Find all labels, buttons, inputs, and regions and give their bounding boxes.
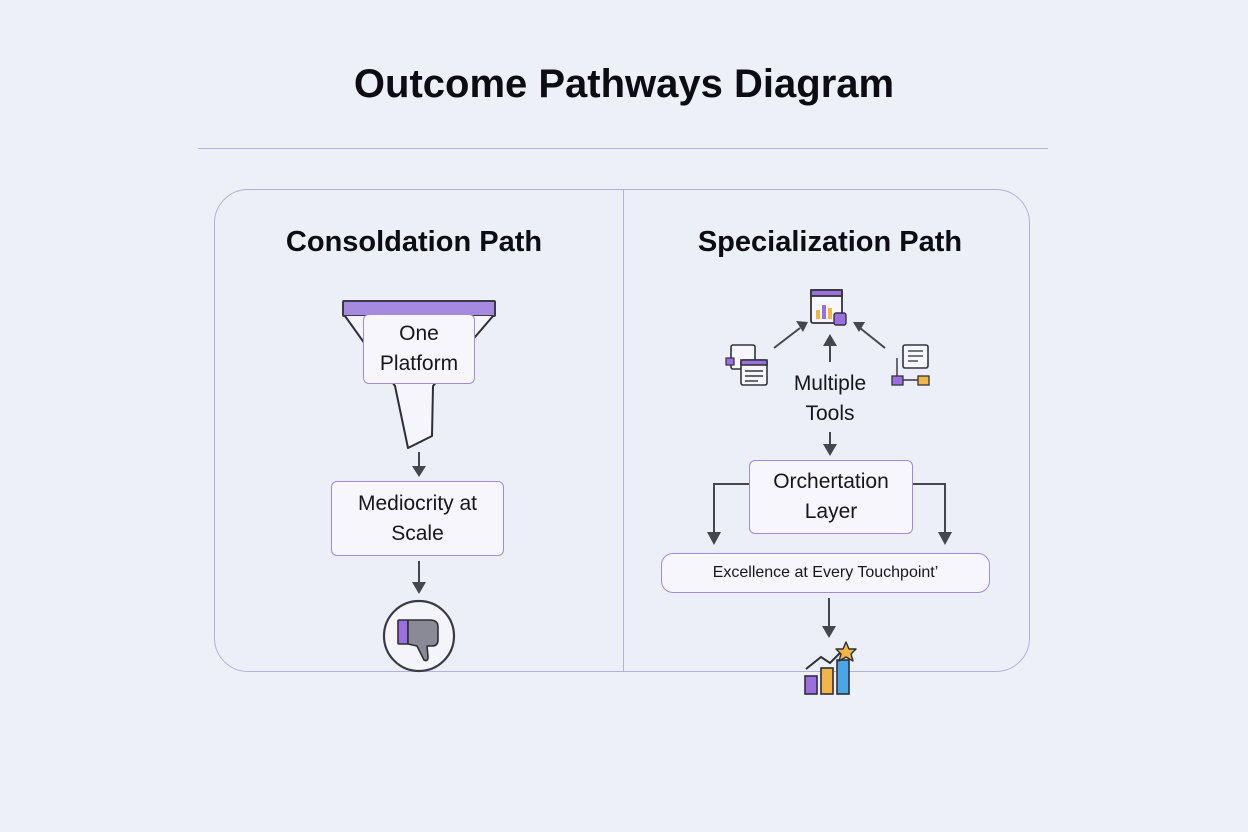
mediocrity-label: Mediocrity at Scale xyxy=(357,491,478,545)
one-platform-label: One Platform xyxy=(379,322,459,375)
multiple-tools-label: Multiple Tools xyxy=(793,372,867,425)
panel-divider xyxy=(623,190,624,672)
excellence-label: Excellence at Every Touchpoint’ xyxy=(712,564,939,581)
page-title: Outcome Pathways Diagram xyxy=(353,62,895,106)
orchestration-layer-label: Orchertation Layer xyxy=(773,470,889,523)
orchestration-layer-box: Orchertation Layer xyxy=(749,460,913,534)
consolidation-path-title: Consoldation Path xyxy=(285,226,543,258)
specialization-path-title: Specialization Path xyxy=(697,226,963,258)
one-platform-box: One Platform xyxy=(363,314,475,384)
comparison-panel xyxy=(214,189,1030,672)
mediocrity-box: Mediocrity at Scale xyxy=(331,481,504,556)
excellence-box: Excellence at Every Touchpoint’ xyxy=(661,553,990,593)
title-divider xyxy=(198,148,1048,149)
